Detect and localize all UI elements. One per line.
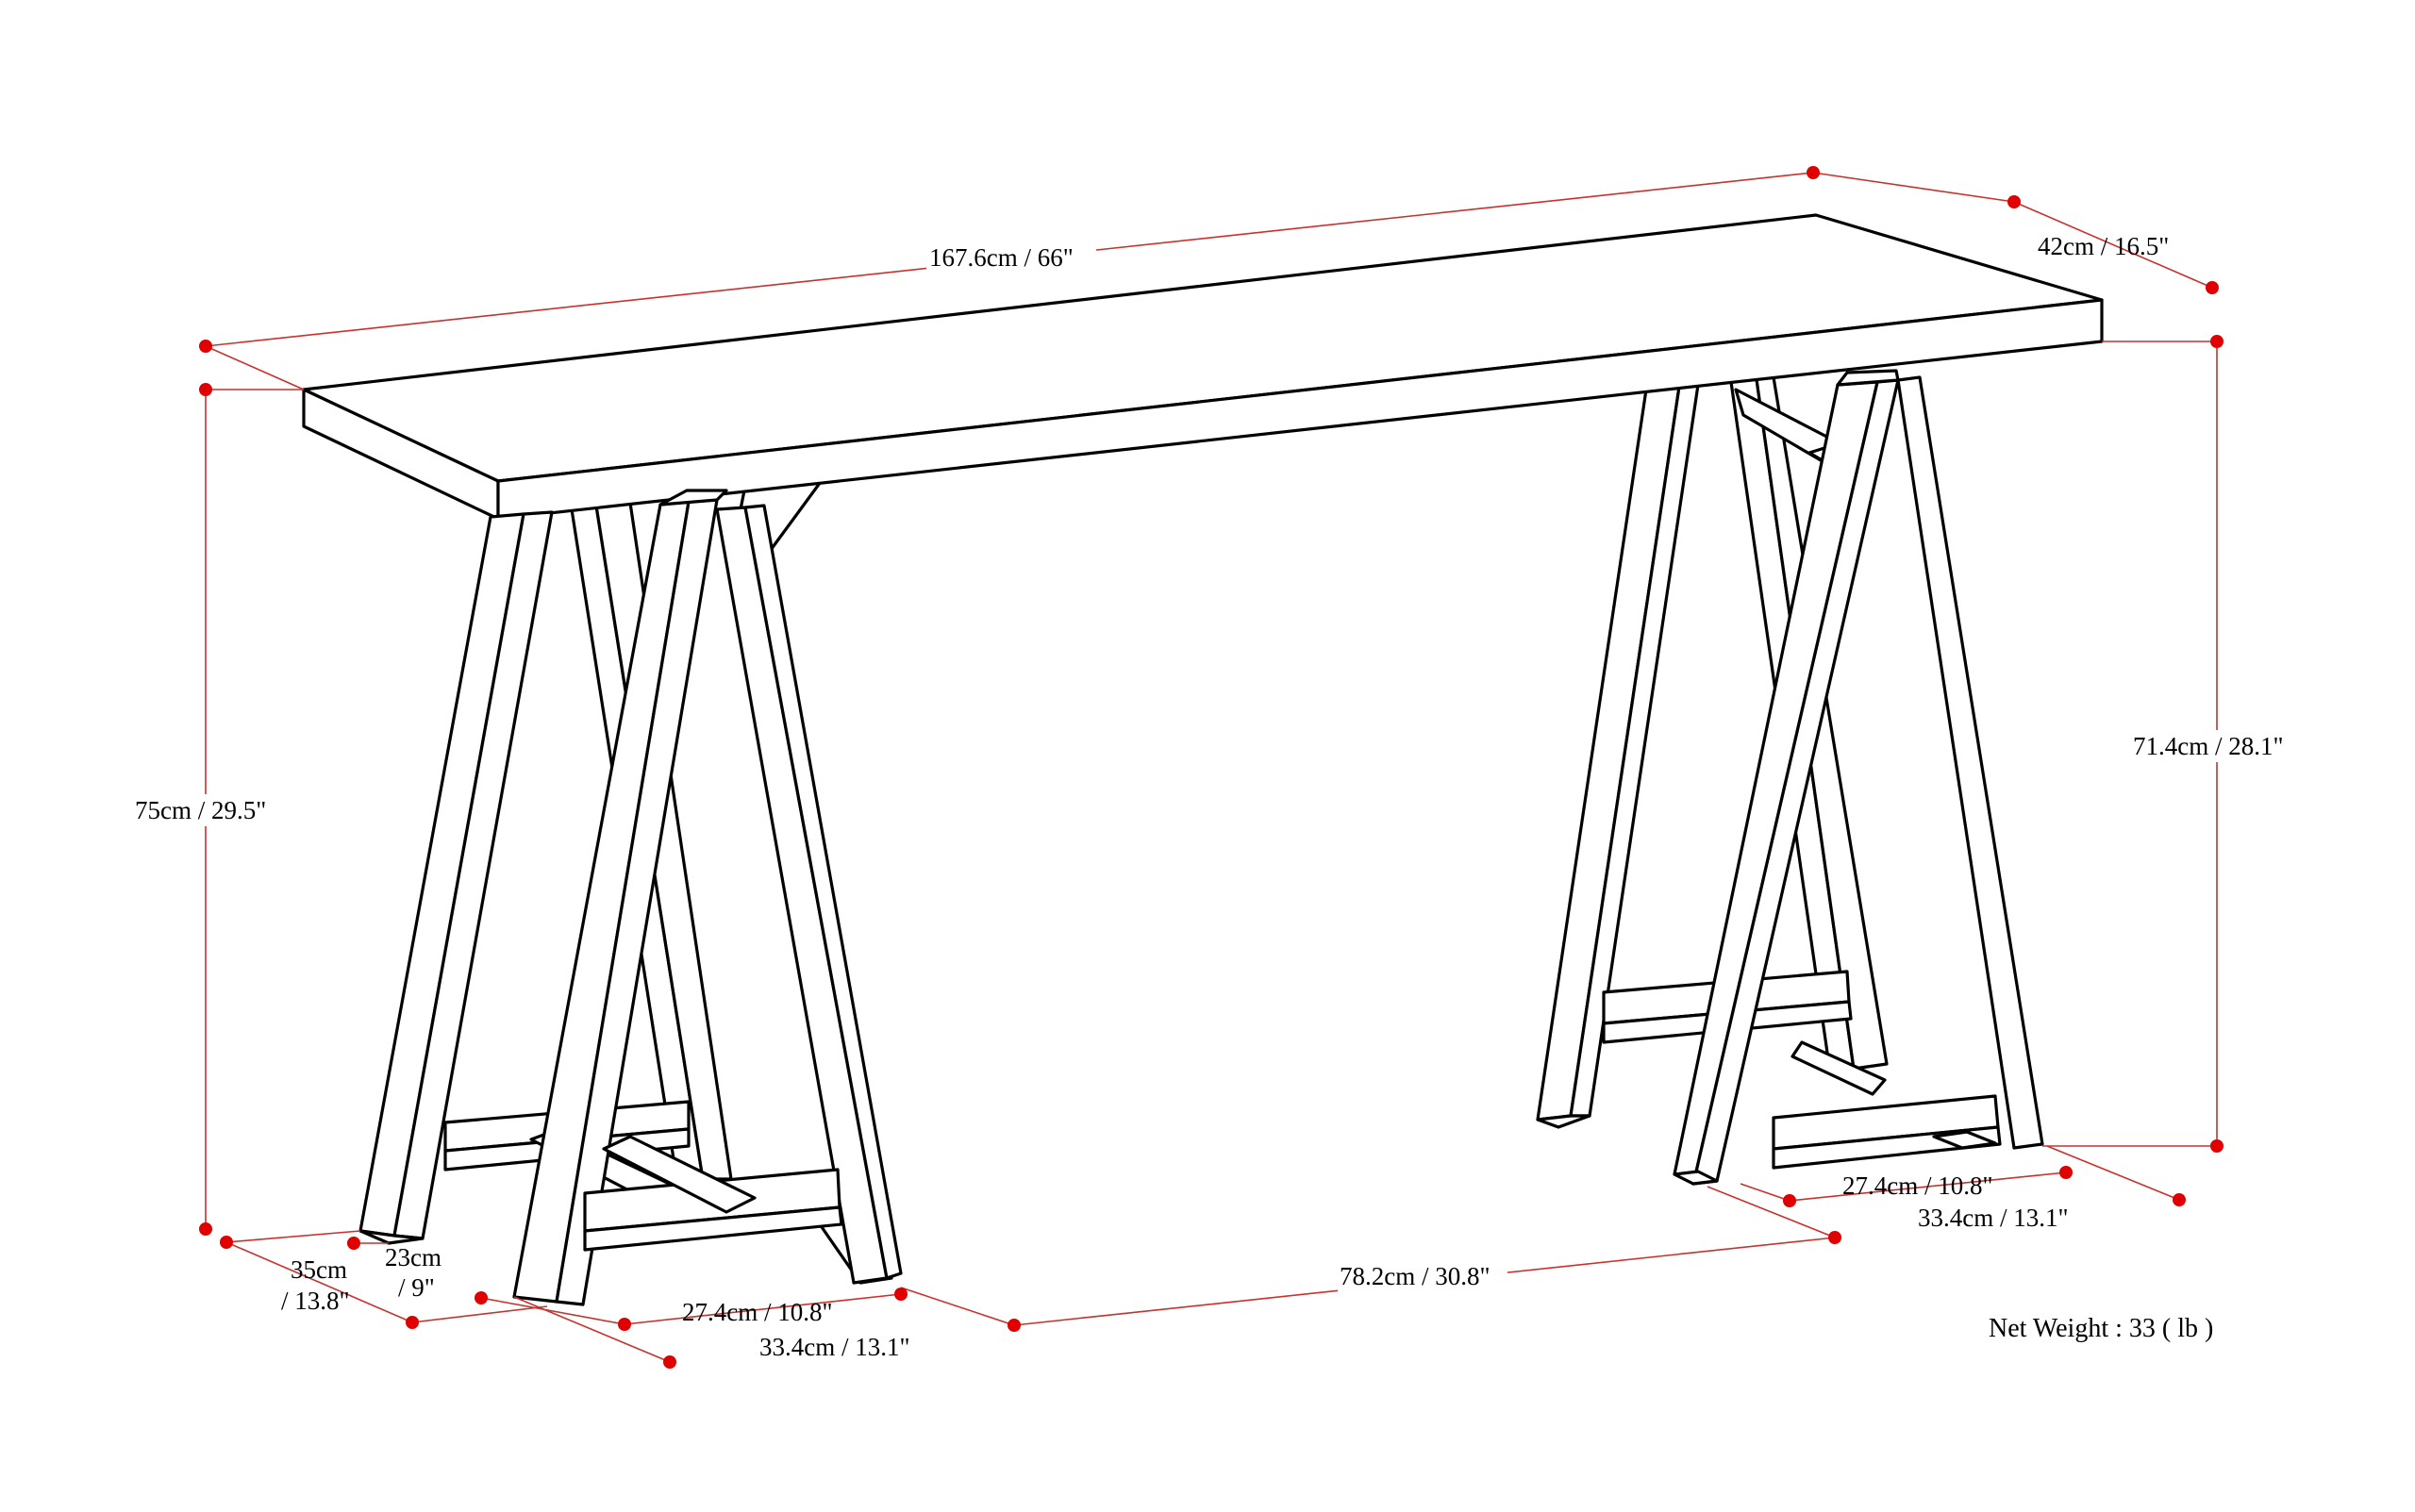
label-left-outer-width: 33.4cm / 13.1" bbox=[759, 1333, 910, 1361]
label-overall-width: 167.6cm / 66" bbox=[929, 243, 1074, 272]
label-base-depth: 35cm bbox=[291, 1255, 347, 1284]
table-drawing bbox=[302, 213, 2104, 1306]
label-leg-height: 71.4cm / 28.1" bbox=[2133, 732, 2284, 760]
label-left-inner-width: 27.4cm / 10.8" bbox=[682, 1298, 833, 1326]
right-trestle-front bbox=[1673, 369, 2044, 1186]
label-between-legs: 78.2cm / 30.8" bbox=[1340, 1262, 1491, 1290]
label-right-outer-width: 33.4cm / 13.1" bbox=[1918, 1204, 2069, 1232]
label-top-depth: 42cm / 16.5" bbox=[2038, 232, 2169, 260]
dimension-labels: 167.6cm / 66" 42cm / 16.5" 75cm / 29.5" … bbox=[132, 232, 2302, 1361]
label-base-depth-in: / 13.8" bbox=[281, 1287, 350, 1315]
dimension-endpoints bbox=[199, 166, 2223, 1369]
label-leg-depth: 23cm bbox=[385, 1243, 441, 1271]
net-weight-note: Net Weight : 33 ( lb ) bbox=[1989, 1314, 2214, 1343]
label-overall-height: 75cm / 29.5" bbox=[135, 796, 266, 824]
left-trestle-front bbox=[358, 489, 903, 1306]
label-leg-depth-in: / 9" bbox=[398, 1273, 435, 1302]
label-right-inner-width: 27.4cm / 10.8" bbox=[1842, 1171, 1993, 1200]
